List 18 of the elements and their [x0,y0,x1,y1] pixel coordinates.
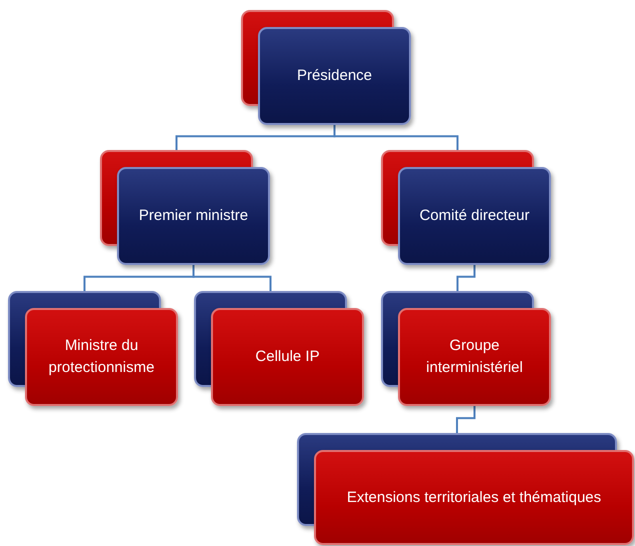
box-label: Ministre du protectionnisme [48,336,156,378]
connector-line [192,265,272,291]
box-label: Extensions territoriales et thématiques [346,488,602,508]
connector-line [456,265,476,291]
org-box [25,308,178,406]
connector-line [334,125,458,150]
box-label: Présidence [296,66,372,86]
org-box [314,450,634,545]
org-box [398,308,551,406]
org-box [258,27,411,125]
box-label: Comité directeur [419,206,530,226]
box-label: Premier ministre [138,206,248,226]
connector-line [456,406,476,433]
org-box [211,308,364,406]
org-box [398,167,551,265]
box-label: Cellule IP [255,347,320,368]
box-label: Groupe interministériel [425,336,524,378]
org-box [117,167,270,265]
